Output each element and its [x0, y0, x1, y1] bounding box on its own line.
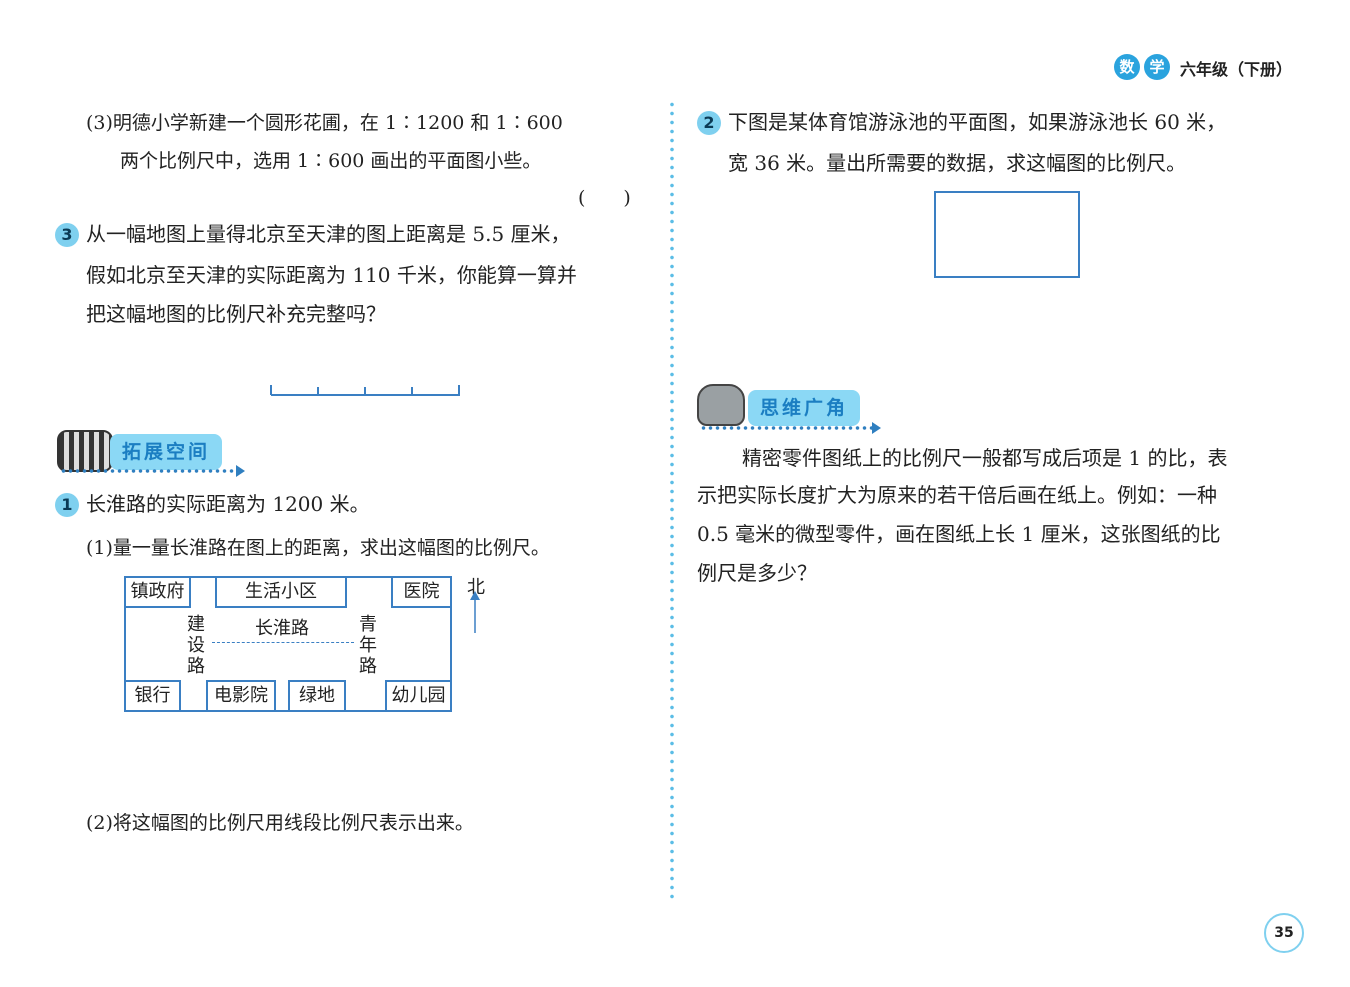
north-label: 北	[467, 577, 485, 598]
q2-line2: 宽 36 米。量出所需要的数据，求这幅图的比例尺。	[728, 151, 1187, 175]
section-dotted-line	[60, 469, 236, 473]
q1-part2: (2)将这幅图的比例尺用线段比例尺表示出来。	[86, 812, 474, 834]
road-changhuai-dashed	[212, 642, 354, 643]
q1-text: 长淮路的实际距离为 1200 米。	[86, 492, 370, 516]
answer-paren[interactable]: ( )	[578, 187, 631, 209]
page-number: 35	[1264, 913, 1304, 953]
scale-bar	[270, 385, 460, 396]
section-dotted-line-right	[700, 426, 872, 430]
road-qingnian: 青年路	[359, 614, 377, 677]
q1-part1: (1)量一量长淮路在图上的距离，求出这幅图的比例尺。	[86, 537, 550, 559]
q3-line3: 把这幅地图的比例尺补充完整吗？	[86, 302, 386, 326]
north-arrow-icon	[470, 591, 480, 633]
section-title-expand: 拓展空间	[110, 434, 223, 470]
map-residential: 生活小区	[215, 576, 347, 608]
think-line4: 例尺是多少？	[697, 561, 817, 585]
road-jianshe: 建设路	[187, 614, 205, 677]
frog-mascot-icon	[697, 384, 745, 426]
map-green-space: 绿地	[288, 680, 346, 712]
map-kindergarten: 幼儿园	[385, 680, 452, 712]
think-line1: 精密零件图纸上的比例尺一般都写成后项是 1 的比，表	[742, 446, 1228, 470]
question-number-1: 1	[55, 493, 79, 517]
section-title-thinking: 思维广角	[748, 390, 861, 426]
map-bank: 银行	[124, 680, 181, 712]
q3-part3-line2: 两个比例尺中，选用 1∶600 画出的平面图小些。	[120, 150, 542, 172]
question-number-3: 3	[55, 223, 79, 247]
section-arrow-icon-right	[872, 422, 881, 434]
subject-badge-1: 数	[1114, 54, 1140, 80]
q2-line1: 下图是某体育馆游泳池的平面图，如果游泳池长 60 米，	[728, 110, 1227, 134]
think-line3: 0.5 毫米的微型零件，画在图纸上长 1 厘米，这张图纸的比	[697, 522, 1221, 546]
grade-label: 六年级（下册）	[1180, 60, 1293, 79]
pool-plan-rect	[934, 191, 1080, 278]
zebra-mascot-icon	[57, 430, 113, 472]
subject-badge-2: 学	[1144, 54, 1170, 80]
map-hospital: 医院	[391, 576, 452, 608]
map-town-hall: 镇政府	[124, 576, 191, 608]
q3-line1: 从一幅地图上量得北京至天津的图上距离是 5.5 厘米，	[86, 222, 571, 246]
q3-part3-line1: (3)明德小学新建一个圆形花圃，在 1∶1200 和 1∶600	[86, 112, 563, 134]
section-arrow-icon	[236, 465, 245, 477]
question-number-2: 2	[697, 111, 721, 135]
think-line2: 示把实际长度扩大为原来的若干倍后画在纸上。例如：一种	[697, 483, 1217, 507]
map-cinema: 电影院	[206, 680, 276, 712]
q3-line2: 假如北京至天津的实际距离为 110 千米，你能算一算并	[86, 263, 577, 287]
center-divider	[670, 100, 674, 900]
road-changhuai-label: 长淮路	[255, 618, 309, 639]
